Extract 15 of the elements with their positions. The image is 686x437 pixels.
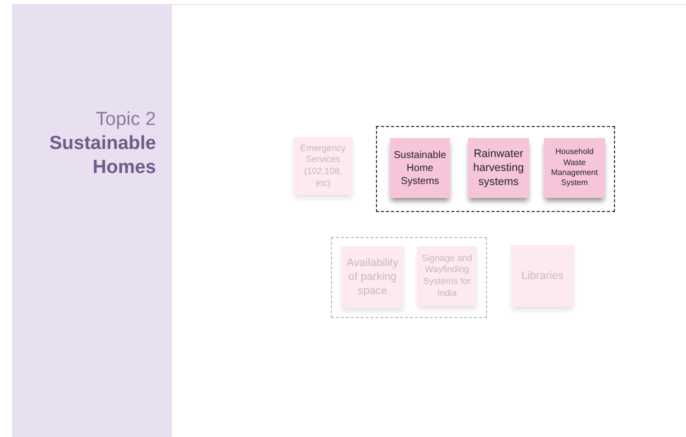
sticky-note [511, 245, 574, 307]
sticky-note [293, 137, 353, 195]
topic-title: Sustainable Homes [48, 132, 156, 180]
topic-label: Topic 2 [96, 108, 156, 132]
title-panel [12, 4, 172, 437]
note-text: Household Waste Management System [550, 147, 599, 189]
sticky-note [390, 138, 450, 198]
dashed-group-frame [376, 126, 615, 212]
dashed-group-frame [331, 237, 487, 318]
sticky-note [468, 138, 529, 198]
note-text: Sustainable Home Systems [394, 148, 446, 188]
sticky-note [417, 246, 477, 306]
note-text: Rainwater harvesting systems [472, 146, 525, 190]
sticky-note [341, 246, 404, 308]
sticky-note [544, 138, 605, 198]
